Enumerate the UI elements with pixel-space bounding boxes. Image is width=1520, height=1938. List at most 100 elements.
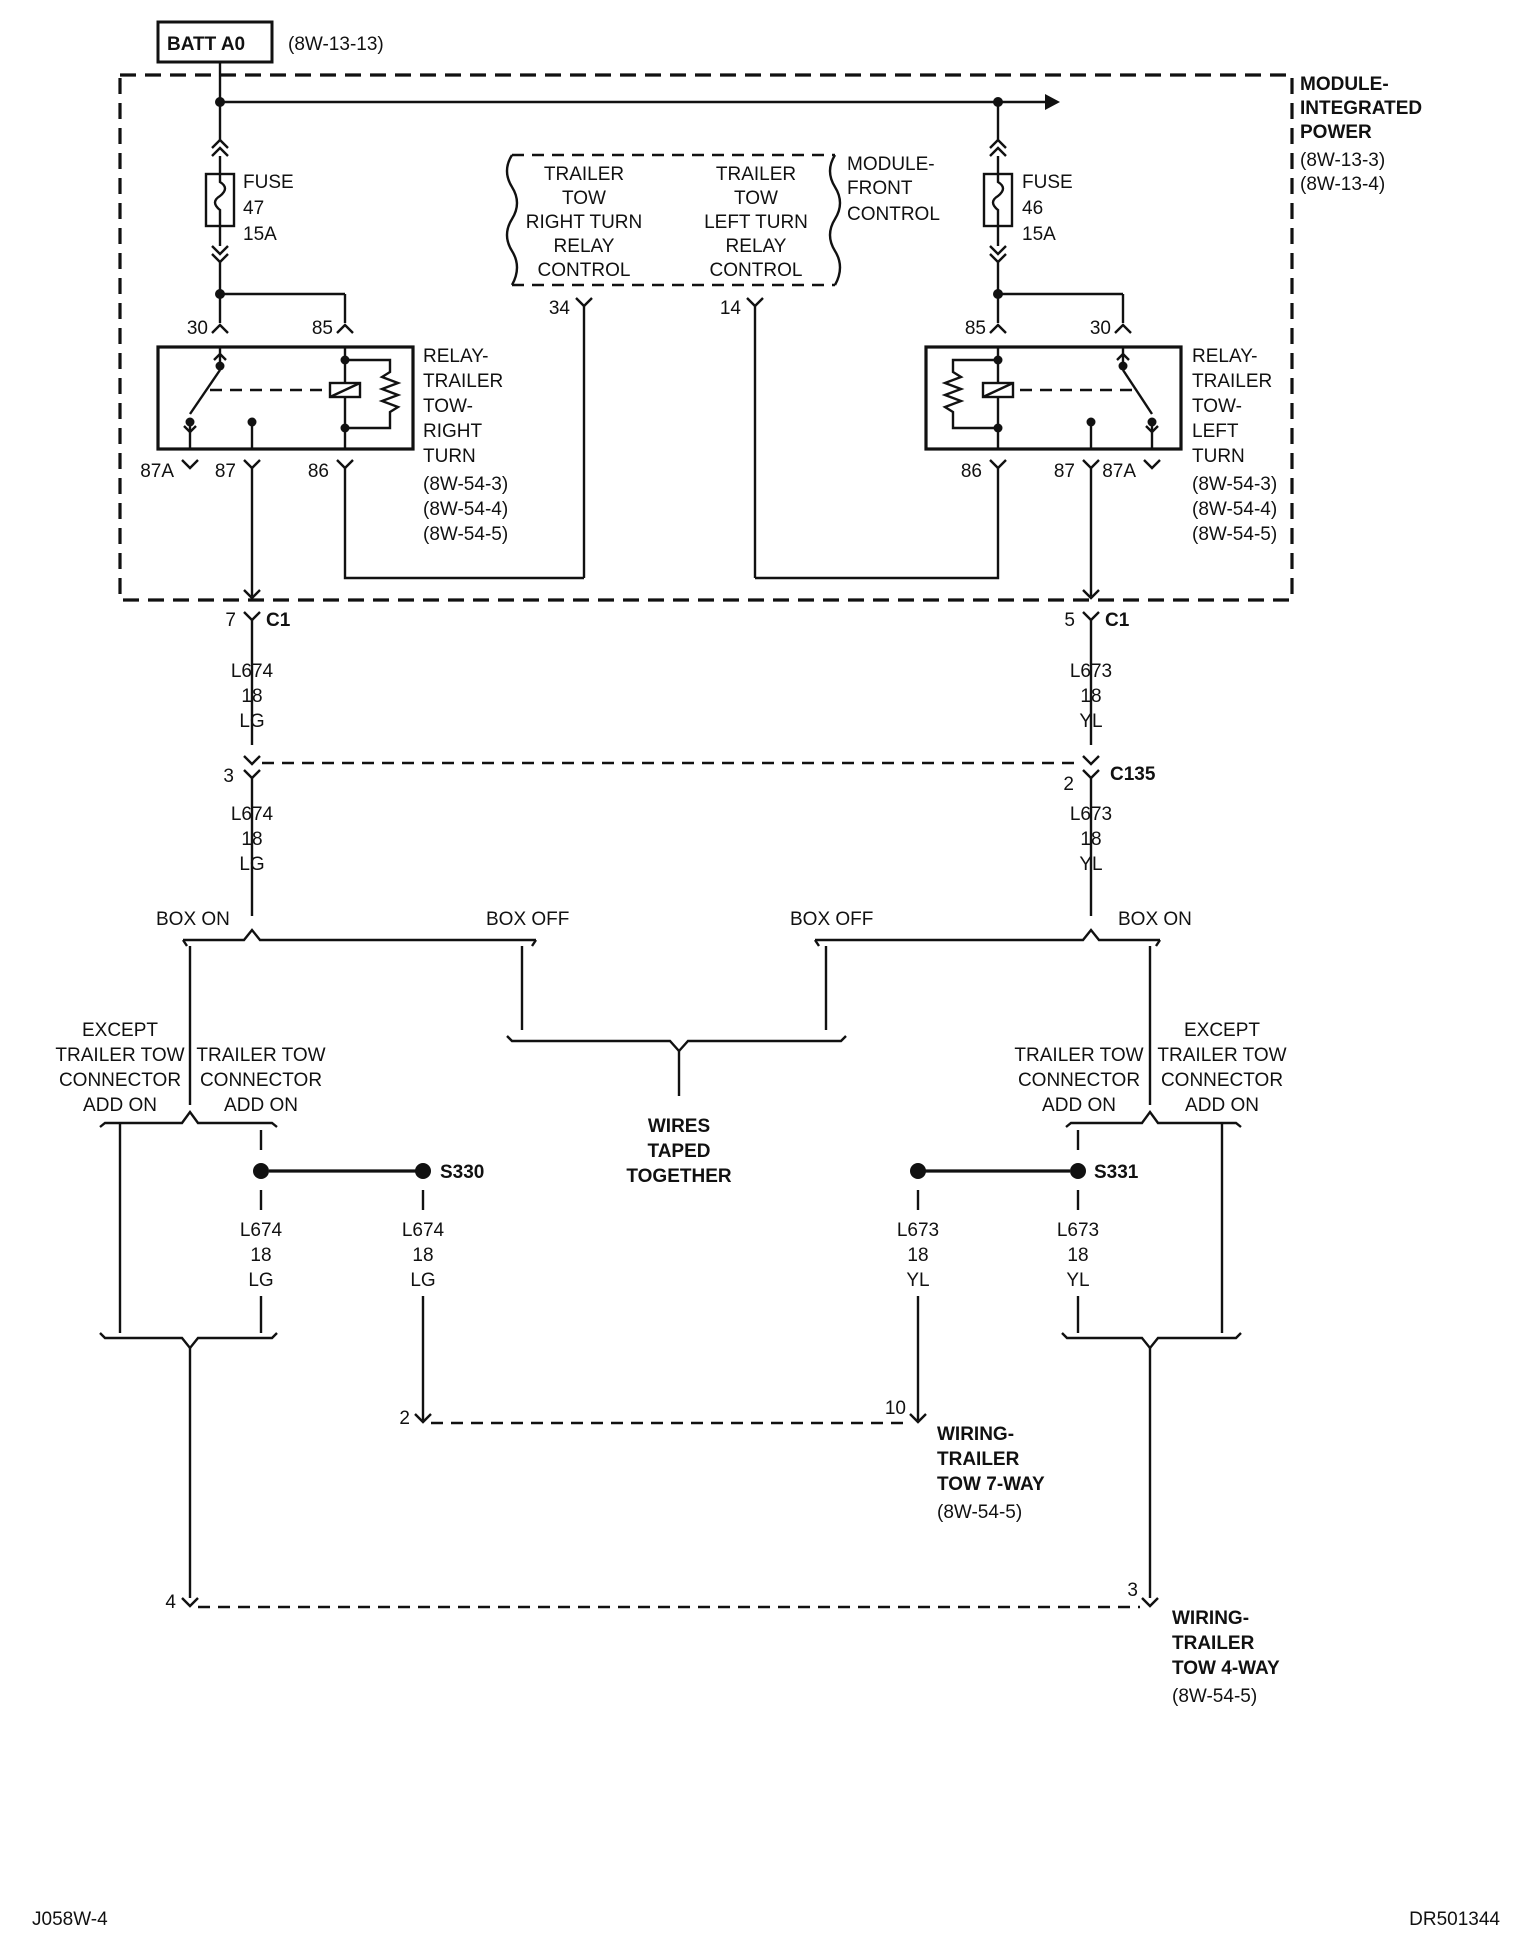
wire-l674-circuit-2: L674 — [231, 804, 274, 825]
wire-l674-color-3: LG — [248, 1270, 273, 1291]
left-turn-control-line5: CONTROL — [710, 260, 803, 281]
left-turn-control-line3: LEFT TURN — [704, 212, 808, 233]
box-option-brace-right: BOX OFF BOX ON — [790, 909, 1192, 1105]
harness-7way-line1: WIRING- — [937, 1424, 1014, 1445]
fuse-46-rating: 15A — [1022, 224, 1056, 245]
left-turn-control-line1: TRAILER — [716, 164, 796, 185]
wire-l674-color-4: LG — [410, 1270, 435, 1291]
relay-lt-line1: RELAY- — [1192, 346, 1257, 367]
batt-a0-label: BATT A0 — [167, 34, 245, 55]
right-turn-control-line1: TRAILER — [544, 164, 624, 185]
addon-left-line2: CONNECTOR — [200, 1070, 322, 1091]
right-turn-control-line2: TOW — [562, 188, 606, 209]
relay-resistor-icon — [941, 358, 998, 430]
relay-rt-pin-85: 85 — [312, 318, 333, 339]
except-addon-right-line3: CONNECTOR — [1161, 1070, 1283, 1091]
c135-name: C135 — [1110, 764, 1156, 785]
right-turn-control-line4: RELAY — [554, 236, 615, 257]
except-addon-left-line1: EXCEPT — [82, 1020, 158, 1041]
wire-l673-gauge-4: 18 — [907, 1245, 928, 1266]
relay-rt-pin-30: 30 — [187, 318, 208, 339]
wire-l673-color: YL — [1079, 711, 1102, 732]
harness-7way-line2: TRAILER — [937, 1449, 1020, 1470]
except-addon-right-line4: ADD ON — [1185, 1095, 1259, 1116]
wire-l674-gauge-3: 18 — [250, 1245, 271, 1266]
wire-l673-color-2: YL — [1079, 854, 1102, 875]
relay-rt-pin-86: 86 — [308, 461, 329, 482]
fuse-46-number: 46 — [1022, 198, 1043, 219]
right-turn-control-pin: 34 — [549, 298, 571, 319]
relay-rt-line5: TURN — [423, 446, 476, 467]
harness-7way-pin-left: 2 — [399, 1408, 410, 1429]
module-ipm-ref2: (8W-13-4) — [1300, 174, 1385, 195]
left-turn-control-line4: RELAY — [726, 236, 787, 257]
relay-rt-line3: TOW- — [423, 396, 473, 417]
relay-lt-line5: TURN — [1192, 446, 1245, 467]
relay-rt-line4: RIGHT — [423, 421, 483, 442]
taped-line1: WIRES — [648, 1116, 710, 1137]
power-bus — [215, 62, 1060, 110]
box-off-left-label: BOX OFF — [486, 909, 569, 930]
left-turn-control-pin: 14 — [720, 298, 742, 319]
relay-rt-pin-87a: 87A — [140, 461, 174, 482]
harness-7way-pin-right: 10 — [885, 1398, 906, 1419]
except-addon-left-line3: CONNECTOR — [59, 1070, 181, 1091]
harness-4way-ref: (8W-54-5) — [1172, 1686, 1257, 1707]
c1-right-pin: 5 — [1064, 610, 1075, 631]
wire-l673-circuit-2: L673 — [1070, 804, 1112, 825]
relay-lt-line3: TOW- — [1192, 396, 1242, 417]
harness-trailer-tow-4-way: 4 3 WIRING- TRAILER TOW 4-WAY (8W-54-5) — [165, 1580, 1280, 1707]
harness-4way-pin-right: 3 — [1127, 1580, 1138, 1601]
connector-c1-right: 5 C1 L673 18 YL — [1064, 610, 1130, 745]
relay-lt-ref2: (8W-54-4) — [1192, 499, 1277, 520]
module-ipm-line1: MODULE- — [1300, 74, 1389, 95]
harness-4way-line2: TRAILER — [1172, 1633, 1255, 1654]
relay-rt-ref3: (8W-54-5) — [423, 524, 508, 545]
module-fcm-line2: FRONT — [847, 178, 913, 199]
bus-continues-arrow-icon — [1045, 94, 1060, 110]
box-on-left-label: BOX ON — [156, 909, 230, 930]
harness-7way-line3: TOW 7-WAY — [937, 1474, 1045, 1495]
relay-rt-box — [156, 345, 415, 451]
c135-left-pin: 3 — [223, 766, 234, 787]
relay-trailer-tow-right-turn: 30 85 87A 87 86 RELAY- TRAILER TOW- RIGH… — [140, 289, 584, 600]
relay-lt-pin-30: 30 — [1090, 318, 1111, 339]
wire-l673-gauge-3: 18 — [1067, 1245, 1088, 1266]
footer-left-code: J058W-4 — [32, 1909, 108, 1930]
fuse-47-rating: 15A — [243, 224, 277, 245]
c1-left-pin: 7 — [225, 610, 236, 631]
splice-s331-label: S331 — [1094, 1162, 1139, 1183]
taped-line2: TAPED — [648, 1141, 711, 1162]
connector-c135: 3 2 C135 L674 18 LG L673 18 YL — [223, 755, 1156, 916]
relay-lt-line4: LEFT — [1192, 421, 1239, 442]
box-option-brace-left: BOX ON BOX OFF — [156, 909, 569, 1105]
wire-l674-circuit-4: L674 — [402, 1220, 445, 1241]
relay-resistor-icon — [345, 358, 402, 430]
wire-l674-circuit: L674 — [231, 661, 274, 682]
batt-a0-source: BATT A0 (8W-13-13) — [156, 20, 384, 64]
relay-rt-line2: TRAILER — [423, 371, 503, 392]
harness-4way-line3: TOW 4-WAY — [1172, 1658, 1280, 1679]
wire-l673-circuit-3: L673 — [1057, 1220, 1099, 1241]
module-fcm-line3: CONTROL — [847, 204, 940, 225]
harness-7way-ref: (8W-54-5) — [937, 1502, 1022, 1523]
c1-right-name: C1 — [1105, 610, 1130, 631]
relay-rt-line1: RELAY- — [423, 346, 488, 367]
wires-taped-together: WIRES TAPED TOGETHER — [506, 1035, 847, 1187]
harness-4way-line1: WIRING- — [1172, 1608, 1249, 1629]
fuse-46: FUSE 46 15A — [982, 102, 1073, 294]
except-addon-left-line4: ADD ON — [83, 1095, 157, 1116]
relay-rt-pin-87: 87 — [215, 461, 236, 482]
except-addon-right-line1: EXCEPT — [1184, 1020, 1260, 1041]
fuse-47: FUSE 47 15A — [204, 102, 294, 294]
addon-option-right: TRAILER TOW CONNECTOR ADD ON EXCEPT TRAI… — [897, 1020, 1287, 1598]
fuse-46-label: FUSE — [1022, 172, 1073, 193]
relay-rt-ref1: (8W-54-3) — [423, 474, 508, 495]
addon-left-line3: ADD ON — [224, 1095, 298, 1116]
relay-lt-box — [924, 345, 1183, 451]
splice-s331-dot — [1070, 1163, 1086, 1179]
wire-l674-gauge: 18 — [241, 686, 262, 707]
relay-rt-ref2: (8W-54-4) — [423, 499, 508, 520]
harness-4way-pin-left: 4 — [165, 1592, 176, 1613]
